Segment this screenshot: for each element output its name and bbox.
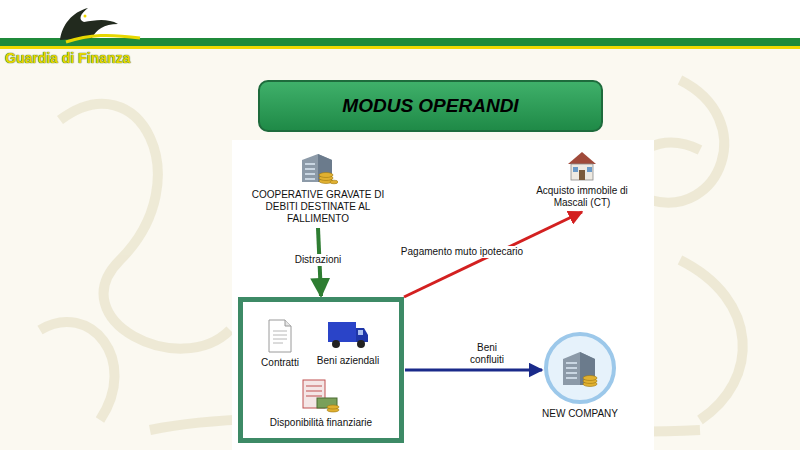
truck-icon: [326, 318, 370, 352]
building-icon: [298, 150, 338, 186]
node-label: Acquisto immobile di Mascali (CT): [520, 185, 645, 209]
finance-icon: [299, 378, 343, 414]
flow-arrow: [405, 369, 542, 372]
edge-label: Pagamento muto ipotecario: [395, 246, 529, 258]
company-circle-icon: [543, 331, 617, 405]
node-label: Disponibilità finanziarie: [246, 417, 396, 429]
node-label: NEW COMPANY: [520, 408, 640, 420]
finance-node: Disponibilità finanziarie: [246, 378, 396, 429]
logo-text: Guardia di Finanza: [5, 50, 130, 66]
edge-label: Distrazioni: [287, 254, 349, 266]
node-label: COOPERATIVE GRAVATE DI DEBITI DESTINATE …: [238, 189, 398, 225]
yellow-line: [0, 46, 800, 49]
house-icon: [564, 148, 600, 182]
title-box: MODUS OPERANDI: [258, 80, 603, 132]
node-label: Contratti: [250, 357, 310, 369]
green-bar: [0, 38, 800, 46]
company-node: COOPERATIVE GRAVATE DI DEBITI DESTINATE …: [238, 150, 398, 225]
eagle-logo: [60, 8, 140, 42]
assets-box: ContrattiBeni aziendaliDisponibilità fin…: [238, 297, 404, 443]
contracts-node: Contratti: [250, 318, 310, 369]
header-band: [0, 0, 800, 38]
new-company-node: NEW COMPANY: [520, 331, 640, 420]
property-node: Acquisto immobile di Mascali (CT): [520, 148, 645, 209]
contract-icon: [265, 318, 295, 354]
diagram-panel: [232, 140, 654, 450]
assets-node: Beni aziendali: [308, 318, 388, 367]
edge-label: Beni confluiti: [462, 342, 512, 366]
node-label: Beni aziendali: [308, 355, 388, 367]
